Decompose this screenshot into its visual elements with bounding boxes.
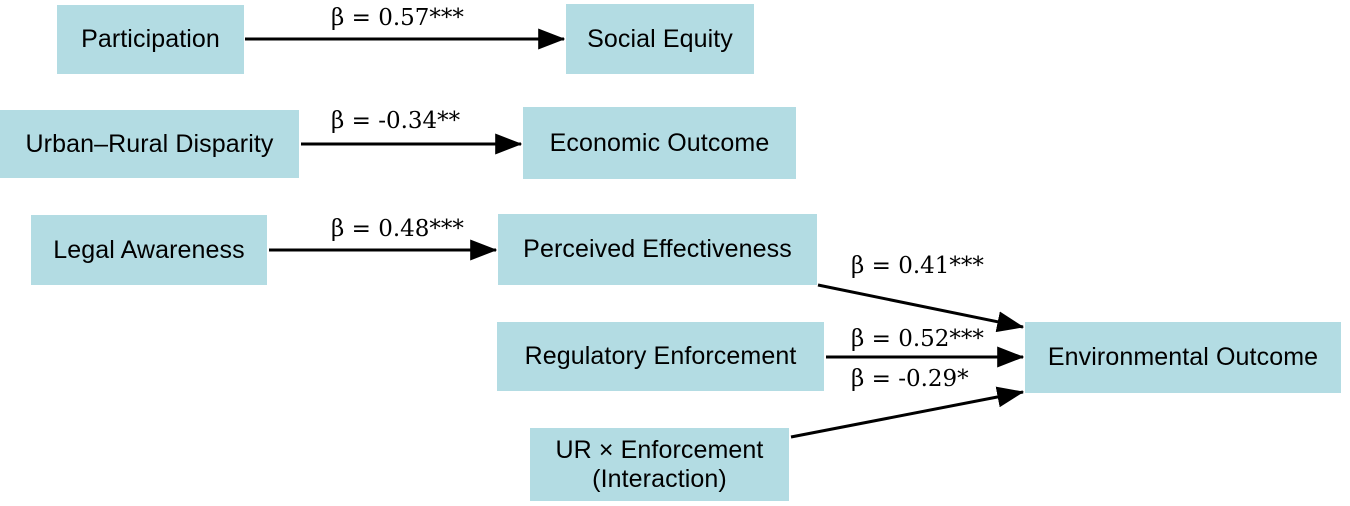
edge-label-e2: β = -0.34** xyxy=(331,108,461,134)
edge-line-e6 xyxy=(790,386,1025,439)
edge-label-e6: β = -0.29* xyxy=(851,366,969,392)
node-participation[interactable]: Participation xyxy=(57,5,244,74)
node-environmental[interactable]: Environmental Outcome xyxy=(1025,322,1341,393)
node-social_equity[interactable]: Social Equity xyxy=(566,4,754,74)
node-interaction[interactable]: UR × Enforcement (Interaction) xyxy=(530,428,789,501)
node-economic[interactable]: Economic Outcome xyxy=(523,107,796,179)
edge-label-e4: β = 0.41*** xyxy=(851,253,984,279)
node-regulatory[interactable]: Regulatory Enforcement xyxy=(497,322,824,391)
node-urban_rural[interactable]: Urban–Rural Disparity xyxy=(0,110,299,178)
edge-label-e3: β = 0.48*** xyxy=(331,216,464,242)
edge-label-e1: β = 0.57*** xyxy=(331,5,464,31)
edge-label-e5: β = 0.52*** xyxy=(851,326,984,352)
node-legal_awareness[interactable]: Legal Awareness xyxy=(31,215,267,285)
node-perceived_eff[interactable]: Perceived Effectiveness xyxy=(498,214,817,285)
edge-line-e4 xyxy=(817,283,1025,333)
